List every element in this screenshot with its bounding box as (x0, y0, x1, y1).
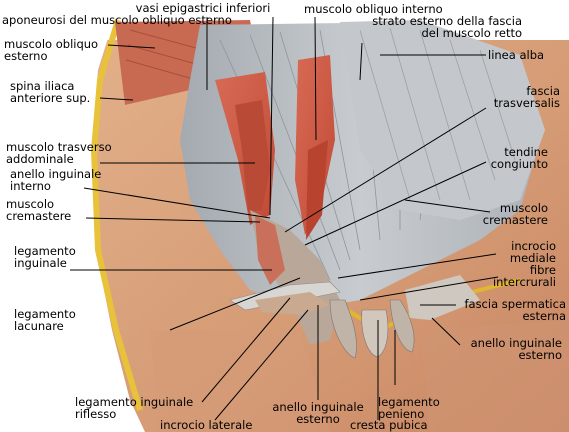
label-obliquo-interno: muscolo obliquo interno (304, 2, 443, 16)
label-fascia-spermatica: fascia spermatica esterna (464, 297, 566, 323)
leader-lines (70, 16, 499, 421)
cremaster-muscle (255, 215, 285, 285)
lacunar-ligament-band (255, 292, 330, 315)
cord-right (405, 275, 480, 320)
rectus-sheath-fibers (359, 27, 516, 201)
white-left-margin (0, 0, 145, 432)
label-strato-esterno: strato esterno della fascia del muscolo … (372, 14, 522, 40)
label-cremastere-right: muscolo cremastere (482, 201, 548, 227)
external-ring-loop-left (329, 299, 357, 359)
label-incrocio-mediale: incrocio mediale (509, 239, 556, 265)
fat-border-left (90, 19, 143, 411)
label-tendine-congiunto: tendine congiunto (490, 145, 548, 171)
thigh-shade-left (150, 330, 330, 432)
label-cremastere-left: muscolo cremastere (6, 197, 72, 223)
rectus-muscle-strip-2 (306, 140, 328, 240)
label-aponeurosi: aponeurosi del muscolo obliquo esterno (2, 13, 232, 27)
rectus-muscle-strip (295, 55, 335, 235)
label-cresta-pubica: cresta pubica (350, 418, 428, 432)
label-anello-interno: anello inguinale interno (10, 167, 102, 193)
external-ring-loop-right (389, 299, 415, 353)
label-spina-iliaca: spina iliaca anteriore sup. (10, 79, 91, 105)
label-anello-esterno-right: anello inguinale esterno (470, 336, 562, 362)
label-trasverso: muscolo trasverso addominale (6, 140, 112, 166)
transversus-muscle (235, 100, 270, 212)
label-vasi-epigastrici: vasi epigastrici inferiori (135, 1, 271, 15)
label-legamento-inguinale: legamento inguinale (14, 244, 76, 270)
thigh-shade-right (420, 320, 569, 432)
label-fascia-trasversalis: fascia trasversalis (493, 84, 560, 110)
label-legamento-lacunare: legamento lacunare (14, 307, 76, 333)
label-linea-alba: linea alba (488, 48, 545, 62)
label-incrocio-laterale: incrocio laterale (160, 418, 253, 432)
label-obliquo-esterno: muscolo obliquo esterno (4, 37, 99, 63)
label-anello-esterno-center: anello inguinale esterno (272, 400, 364, 426)
label-legamento-riflesso: legamento inguinale riflesso (75, 395, 194, 421)
rectus-sheath (340, 20, 545, 220)
label-legamento-penieno: legamento penieno (378, 395, 440, 421)
label-fibre-intercrurali: fibre intercrurali (492, 263, 556, 289)
